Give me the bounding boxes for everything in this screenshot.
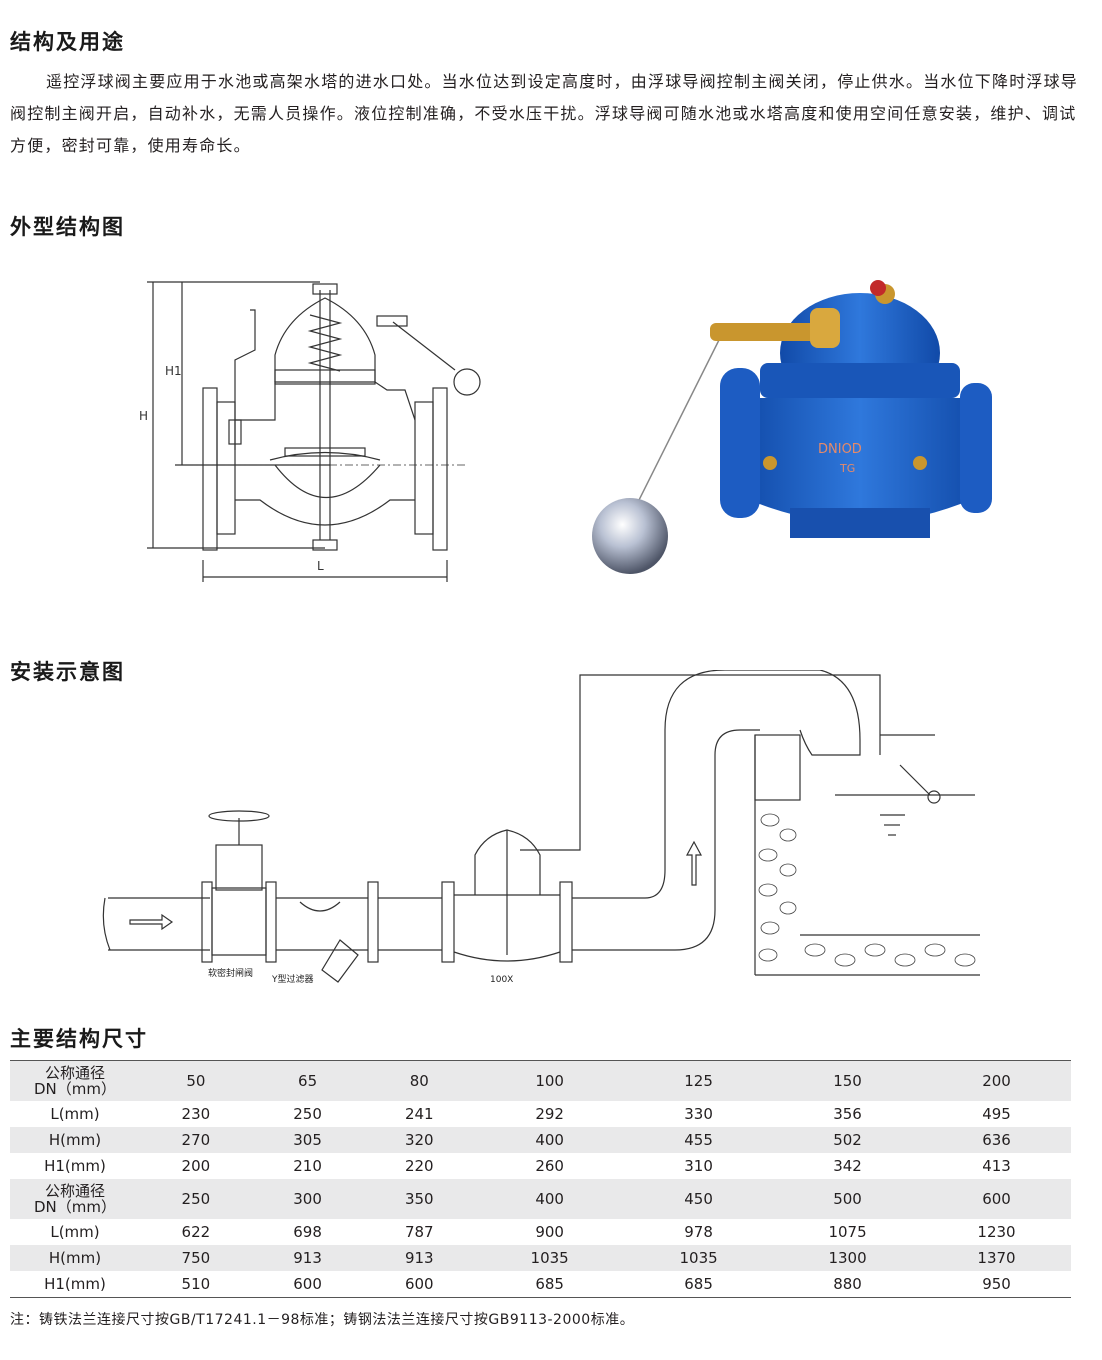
table-row: H1(mm) 510 600 600 685 685 880 950 [10,1271,1071,1298]
table-cell: 50 [140,1060,252,1101]
main-valve-caption: 100X [490,975,513,985]
table-cell: 450 [624,1179,774,1219]
valve-product-photo: DNIOD TG [592,280,992,574]
table-row: L(mm) 230 250 241 292 330 356 495 [10,1101,1071,1127]
installation-diagram: 软密封闸阀 Y型过滤器 100X [102,670,980,985]
table-cell: 413 [982,1157,1011,1175]
table-cell: 230 [181,1105,211,1123]
table-cell: 600 [293,1275,322,1293]
table-cell: 300 [251,1179,364,1219]
table-cell: 455 [624,1127,774,1153]
row-label: H1(mm) [44,1157,106,1175]
table-cell: 292 [535,1105,564,1123]
table-cell: 350 [363,1179,476,1219]
table-cell: 685 [684,1275,713,1293]
table-cell: 400 [475,1179,625,1219]
table-cell: 900 [535,1223,564,1241]
dim-l-label: L [317,559,324,573]
table-cell: 1370 [922,1245,1071,1271]
table-cell: 310 [684,1157,713,1175]
table-cell: 600 [922,1179,1071,1219]
table-cell: 1300 [773,1245,923,1271]
table-cell: 220 [404,1157,434,1175]
row-label: L(mm) [50,1223,100,1241]
strainer-caption: Y型过滤器 [271,973,314,985]
row-label: H1(mm) [44,1275,106,1293]
table-cell: 200 [922,1060,1071,1101]
table-cell: 685 [535,1275,564,1293]
table-cell: 1230 [977,1223,1016,1241]
table-cell: 65 [251,1060,364,1101]
table-cell: 880 [833,1275,862,1293]
purpose-title: 结构及用途 [10,29,125,54]
table-cell: 600 [404,1275,434,1293]
table-cell: 978 [684,1223,713,1241]
table-cell: 636 [922,1127,1071,1153]
table-cell: 342 [833,1157,862,1175]
table-cell: 100 [475,1060,625,1101]
install-title: 安装示意图 [10,659,125,684]
row-label: L(mm) [50,1105,100,1123]
dims-title: 主要结构尺寸 [10,1026,148,1051]
photo-brand-text: DNIOD [818,442,862,457]
table-cell: 210 [293,1157,322,1175]
table-cell: 125 [624,1060,774,1101]
table-cell: 913 [363,1245,476,1271]
table-cell: 500 [773,1179,923,1219]
table-cell: 495 [982,1105,1011,1123]
valve-cross-section-drawing: H H1 L [139,281,481,582]
table-cell: 510 [181,1275,211,1293]
table-cell: 330 [684,1105,713,1123]
table-cell: 250 [140,1179,252,1219]
table-cell: 622 [181,1223,211,1241]
table-cell: 502 [773,1127,923,1153]
table-cell: 200 [181,1157,211,1175]
structure-title: 外型结构图 [10,214,125,239]
photo-mark-text: TG [839,462,855,475]
table-cell: 320 [363,1127,476,1153]
table-cell: 150 [773,1060,923,1101]
table-cell: 305 [251,1127,364,1153]
table-cell: 80 [363,1060,476,1101]
dim-h-label: H [139,409,148,423]
table-cell: 750 [140,1245,252,1271]
table-cell: 400 [475,1127,625,1153]
standards-note: 注：铸铁法兰连接尺寸按GB/T17241.1－98标准；铸钢法法兰连接尺寸按GB… [10,1312,635,1328]
table-cell: 356 [833,1105,862,1123]
table-cell: 1075 [828,1223,867,1241]
table-row: H1(mm) 200 210 220 260 310 342 413 [10,1153,1071,1179]
row-label: H(mm) [10,1127,140,1153]
table-row: L(mm) 622 698 787 900 978 1075 1230 [10,1219,1071,1245]
table-cell: 913 [251,1245,364,1271]
table-cell: 260 [535,1157,564,1175]
table-cell: 787 [404,1223,434,1241]
table-cell: 1035 [624,1245,774,1271]
row-label: H(mm) [10,1245,140,1271]
table-cell: 950 [982,1275,1011,1293]
purpose-paragraph: 遥控浮球阀主要应用于水池或高架水塔的进水口处。当水位达到设定高度时，由浮球导阀控… [10,72,1079,155]
gate-valve-caption: 软密封闸阀 [208,967,253,979]
table-cell: 698 [293,1223,322,1241]
table-cell: 250 [293,1105,322,1123]
table-cell: 241 [404,1105,434,1123]
table-cell: 1035 [475,1245,625,1271]
table-cell: 270 [140,1127,252,1153]
dim-h1-label: H1 [165,364,182,378]
